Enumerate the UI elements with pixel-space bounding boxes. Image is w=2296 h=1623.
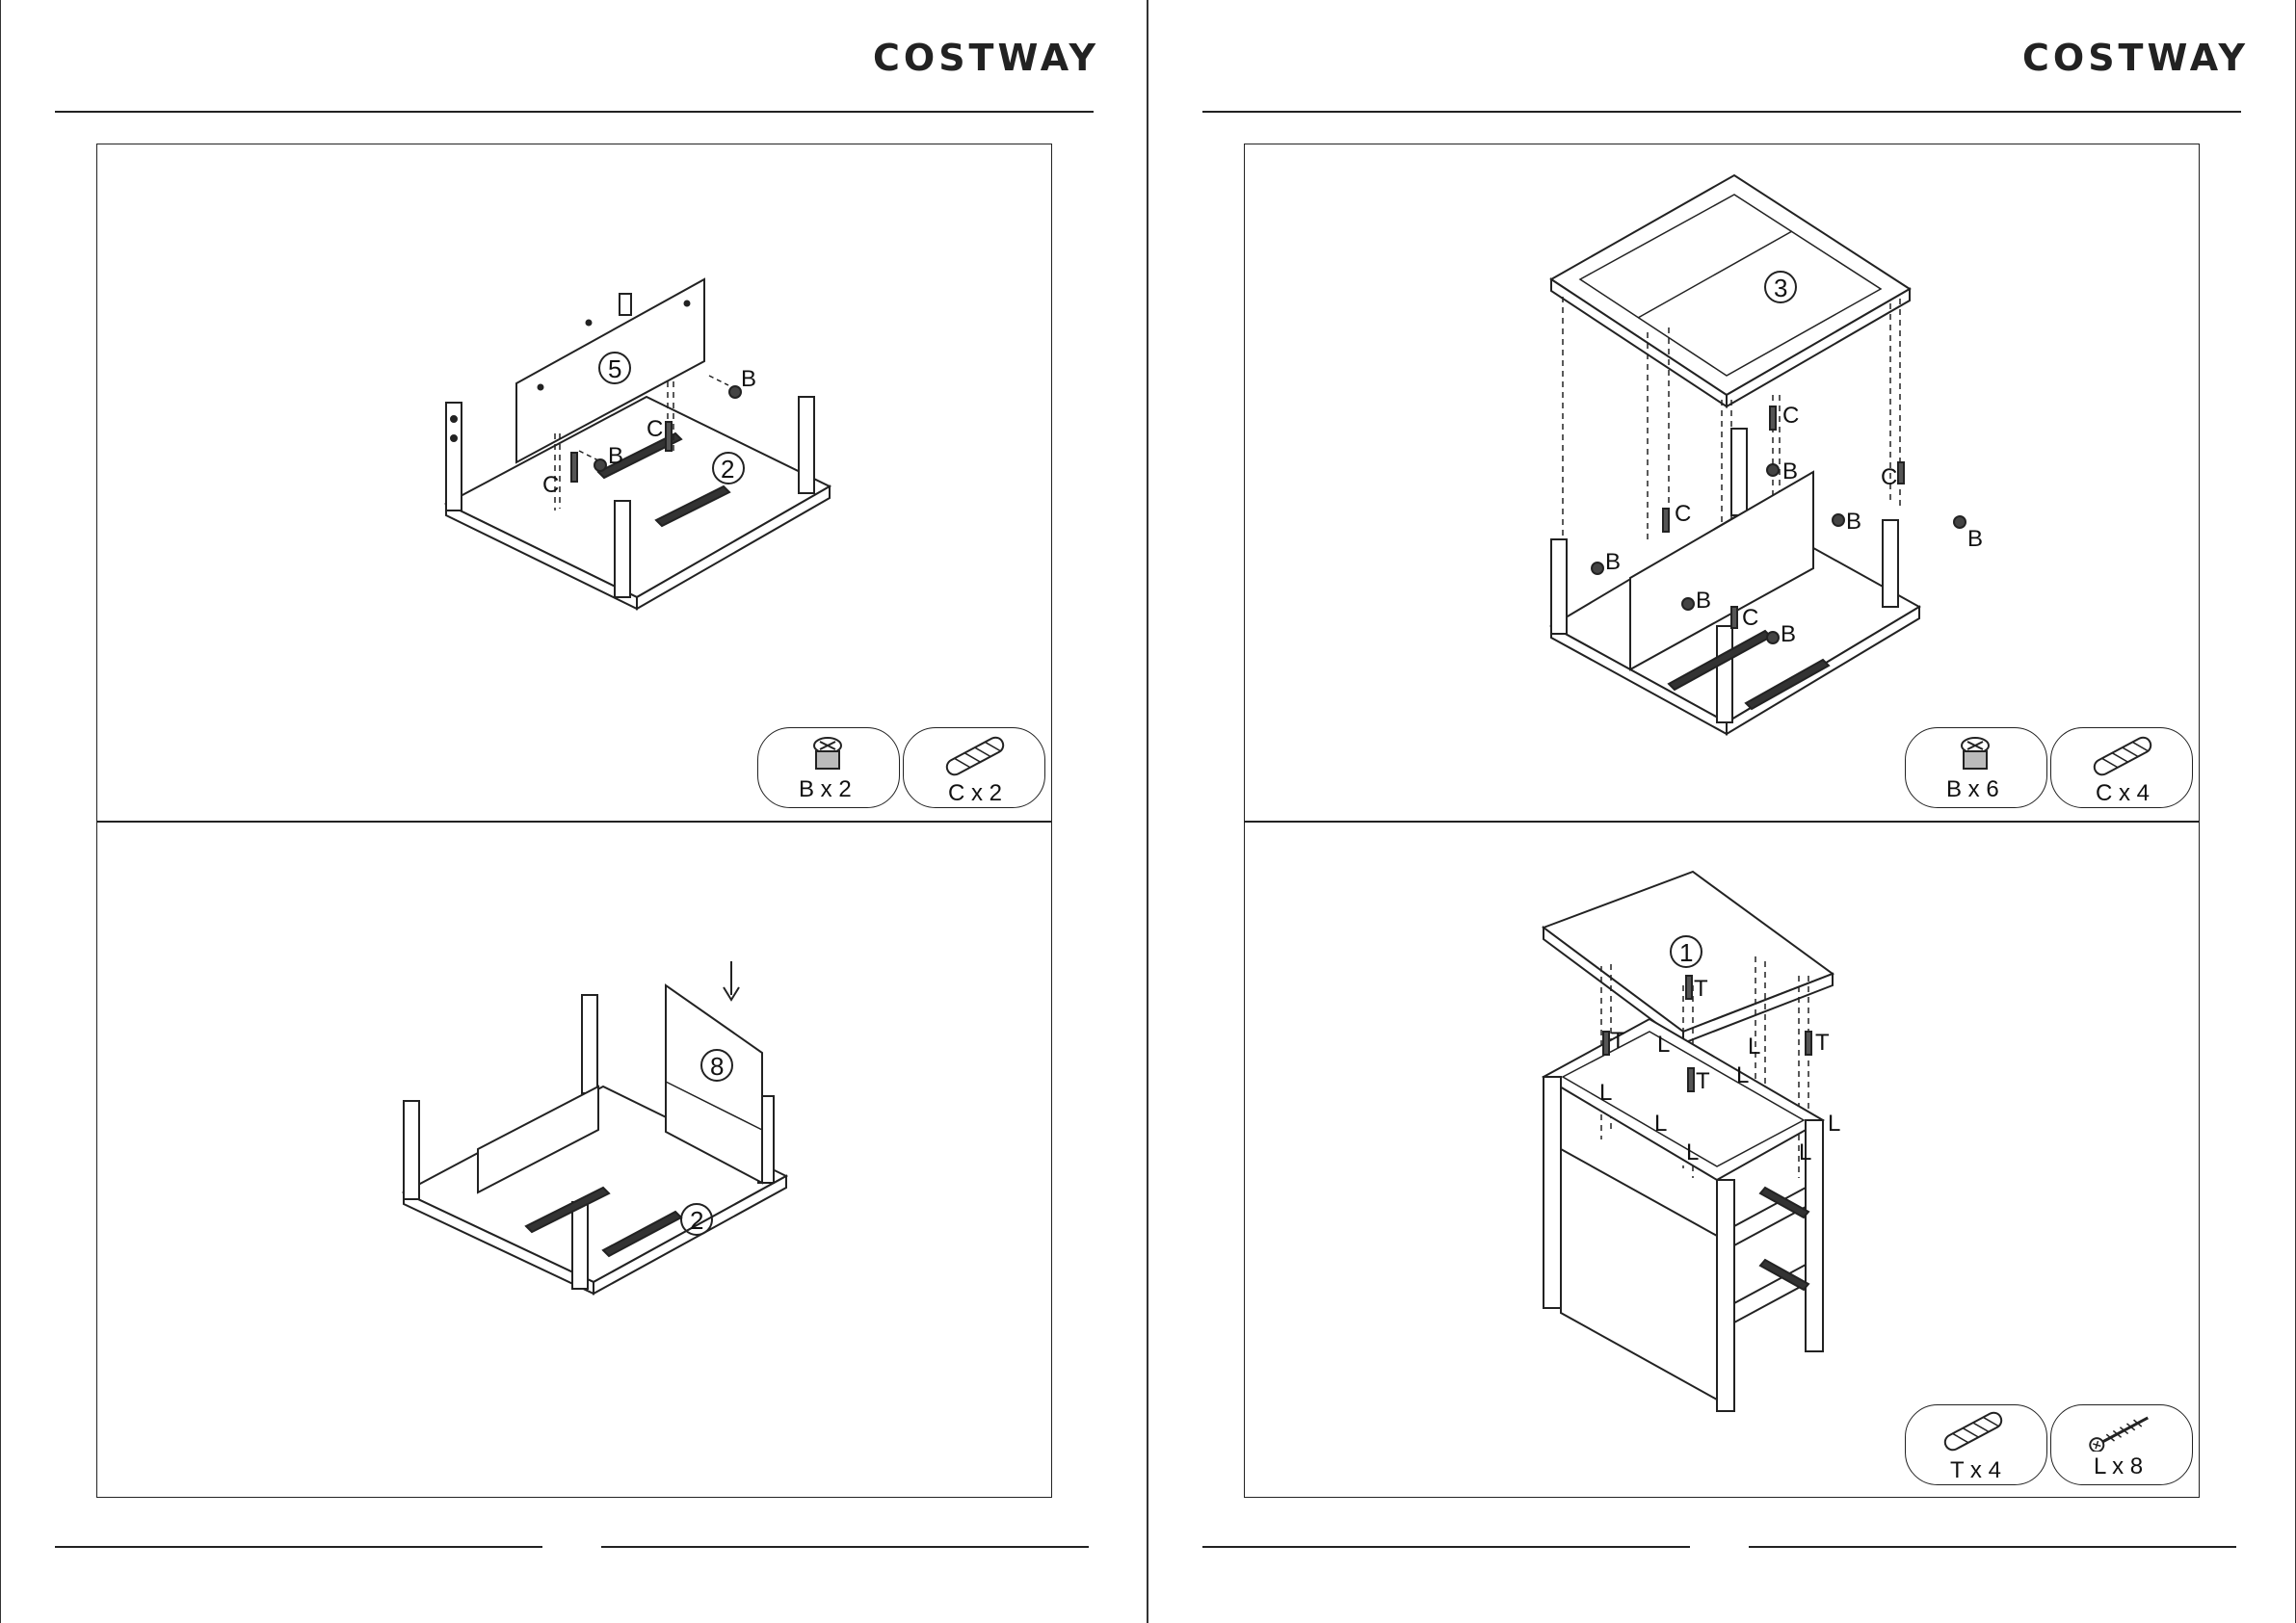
callout-label: B xyxy=(1846,509,1861,536)
dowel-icon xyxy=(1935,1409,2012,1453)
assembly-diagram xyxy=(97,822,1053,1498)
callout-label: T xyxy=(1611,1028,1625,1055)
hardware-badge: B x 6 xyxy=(1905,727,2047,808)
brand-logo: COSTWAY xyxy=(873,37,1099,79)
footer-rule xyxy=(1749,1546,2236,1548)
manual-page-right: COSTWAY xyxy=(1148,0,2296,1623)
callout-label: B xyxy=(1696,588,1711,615)
part-number-label: 3 xyxy=(1774,274,1787,303)
part-number-label: 5 xyxy=(608,354,621,384)
part-number-label: 8 xyxy=(710,1052,724,1082)
callout-label: L xyxy=(1799,1139,1811,1166)
hardware-quantity: L x 8 xyxy=(2094,1453,2143,1480)
assembly-diagram xyxy=(1245,822,2201,1498)
assembly-diagram xyxy=(1245,144,2201,821)
callout-label: B xyxy=(1781,621,1796,648)
brand-logo: COSTWAY xyxy=(2022,37,2249,79)
assembly-step: 1 T T T T L L L L L L L L T x 4 xyxy=(1245,822,2199,1498)
hardware-badge: C x 4 xyxy=(2050,727,2193,808)
hardware-quantity: B x 2 xyxy=(799,776,852,803)
callout-label: L xyxy=(1828,1111,1840,1138)
hardware-badge: T x 4 xyxy=(1905,1404,2047,1485)
callout-label: B xyxy=(608,443,623,470)
callout-label: C xyxy=(1881,464,1897,491)
callout-label: C xyxy=(1782,403,1799,430)
hardware-quantity: C x 4 xyxy=(2096,780,2150,807)
cam-lock-icon xyxy=(808,734,847,776)
assembly-step: 8 2 xyxy=(97,822,1051,1498)
assembly-step: 3 C B C B C B B B B C B B x 6 xyxy=(1245,144,2199,821)
hardware-badge: L x 8 xyxy=(2050,1404,2193,1485)
screw-icon xyxy=(2082,1413,2159,1452)
callout-label: L xyxy=(1654,1111,1667,1138)
footer-rule xyxy=(55,1546,542,1548)
header-rule xyxy=(1202,111,2241,113)
dowel-icon xyxy=(937,734,1014,778)
callout-label: T xyxy=(1815,1030,1830,1057)
callout-label: C xyxy=(647,416,663,443)
part-number-label: 1 xyxy=(1679,938,1693,968)
part-number-label: 2 xyxy=(690,1206,703,1236)
callout-label: T xyxy=(1694,976,1708,1003)
callout-label: C xyxy=(1742,605,1758,632)
footer-rule xyxy=(1202,1546,1690,1548)
hardware-quantity: B x 6 xyxy=(1946,776,1999,803)
hardware-quantity: T x 4 xyxy=(1950,1457,2001,1484)
callout-label: L xyxy=(1748,1034,1760,1060)
callout-label: B xyxy=(1605,549,1621,576)
callout-label: B xyxy=(1782,458,1798,485)
assembly-step: 5 2 B C B C B x 2 xyxy=(97,144,1051,821)
assembly-diagram xyxy=(97,144,1053,821)
cam-lock-icon xyxy=(1956,734,1994,776)
callout-label: L xyxy=(1657,1032,1670,1059)
callout-label: L xyxy=(1736,1062,1749,1089)
callout-label: L xyxy=(1599,1080,1612,1107)
steps-frame: 3 C B C B C B B B B C B B x 6 xyxy=(1244,144,2200,1498)
header-rule xyxy=(55,111,1094,113)
callout-label: C xyxy=(1675,501,1691,528)
dowel-icon xyxy=(2084,734,2161,778)
hardware-badge: B x 2 xyxy=(757,727,900,808)
hardware-quantity: C x 2 xyxy=(948,780,1002,807)
part-number-label: 2 xyxy=(721,455,734,484)
callout-label: B xyxy=(1967,526,1983,553)
callout-label: L xyxy=(1686,1139,1699,1166)
callout-label: C xyxy=(542,472,559,499)
hardware-badge: C x 2 xyxy=(903,727,1045,808)
footer-rule xyxy=(601,1546,1089,1548)
callout-label: T xyxy=(1696,1068,1710,1095)
manual-page-left: COSTWAY xyxy=(0,0,1148,1623)
steps-frame: 5 2 B C B C B x 2 xyxy=(96,144,1052,1498)
callout-label: B xyxy=(741,366,756,393)
